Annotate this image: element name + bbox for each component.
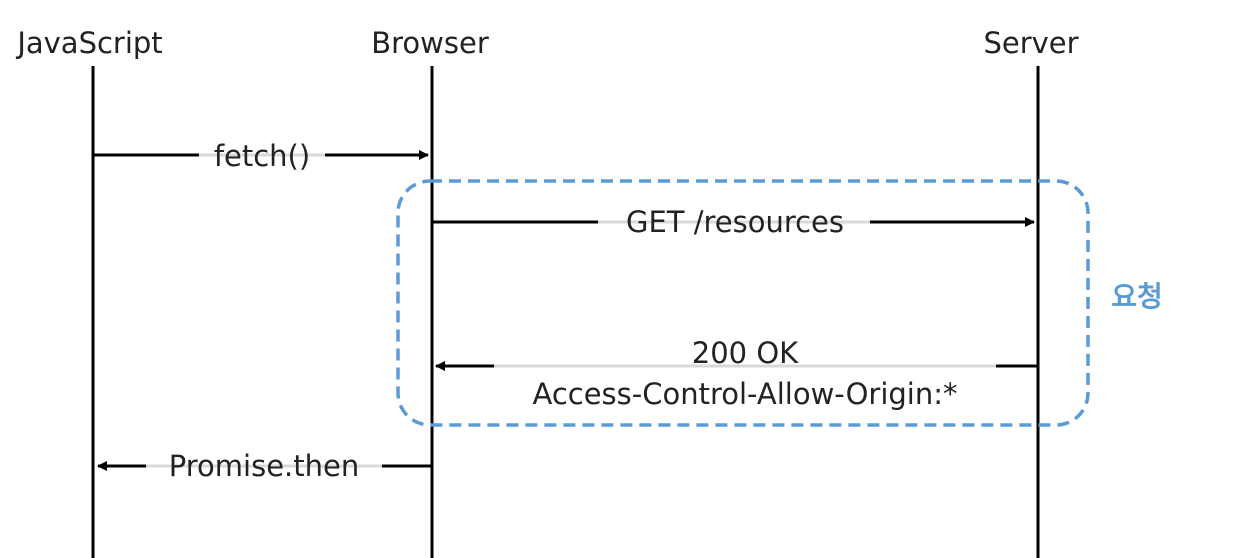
participant-javascript-label: JavaScript xyxy=(15,26,162,60)
response-status-label: 200 OK xyxy=(692,336,799,370)
request-group-label: 요청 xyxy=(1111,280,1163,313)
participant-server-label: Server xyxy=(983,26,1078,60)
promise-label: Promise.then xyxy=(169,449,359,483)
fetch-label: fetch() xyxy=(214,139,310,173)
request-group-box xyxy=(396,179,1090,427)
response-header-label: Access-Control-Allow-Origin:* xyxy=(532,377,957,411)
participant-browser-label: Browser xyxy=(371,26,489,60)
get-request-label: GET /resources xyxy=(626,205,844,239)
